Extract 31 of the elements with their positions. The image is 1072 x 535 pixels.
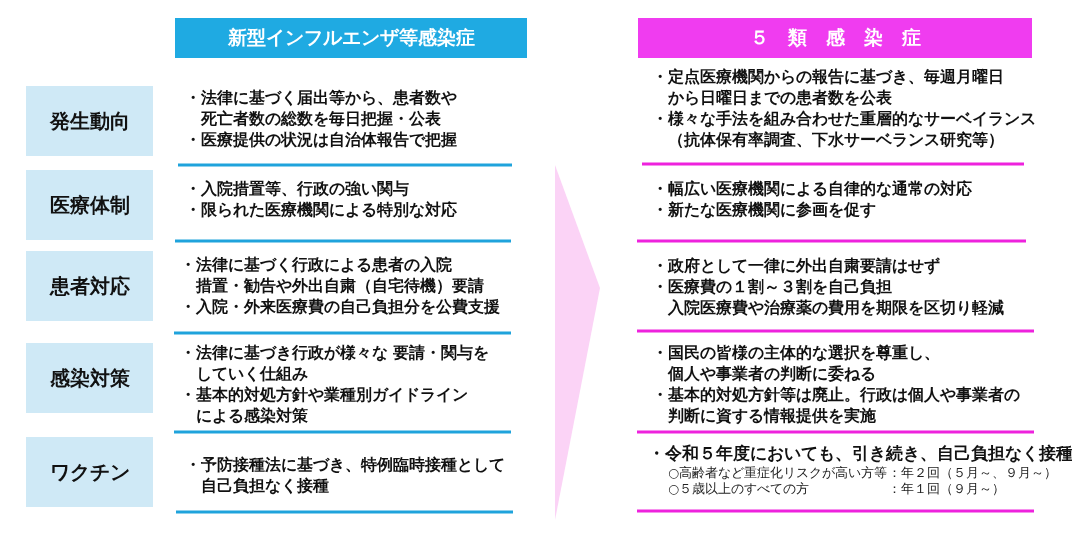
bullet-text: ・令和５年度においても、引き続き、自己負担なく接種 [648, 443, 1072, 464]
bullet-text: （抗体保有率調査、下水サーベランス研究等） [668, 130, 1004, 151]
bullet-text: ・国民の皆様の主体的な選択を尊重し、個人や事業者の判断に委ねる [652, 343, 940, 385]
bullet-text: ・政府として一律に外出自粛要請はせず [652, 256, 940, 277]
bullet-text: ・様々な手法を組み合わせた重層的なサーベイランス [652, 109, 1036, 130]
bullet-text: ・予防接種法に基づき、特例臨時接種として自己負担なく接種 [185, 455, 505, 497]
bullet-text: ・新たな医療機関に参画を促す [652, 200, 876, 221]
bullet-text: ・入院・外来医療費の自己負担分を公費支援 [180, 297, 500, 318]
bullet-text: ・法律に基づく行政による患者の入院措置・勧告や外出自粛（自宅待機）要請 [180, 255, 484, 297]
column-header: 新型インフルエンザ等感染症 [175, 18, 527, 58]
bullet-text: ・法律に基づく届出等から、患者数や死亡者数の総数を毎日把握・公表 [185, 88, 457, 130]
bullet-text: ・医療提供の状況は自治体報告で把握 [185, 130, 457, 151]
bullet-text: ・基本的対処方針や業種別ガイドラインによる感染対策 [180, 385, 468, 427]
row-header: 感染対策 [26, 343, 153, 413]
column-header: ５ 類 感 染 症 [638, 18, 1032, 58]
bullet-text: ・法律に基づき行政が様々な 要請・関与をしていく仕組み [180, 343, 490, 385]
bullet-text: ・限られた医療機関による特別な対応 [185, 200, 457, 221]
bullet-text: ・入院措置等、行政の強い関与 [185, 179, 409, 200]
bullet-text: ・幅広い医療機関による自律的な通常の対応 [652, 179, 972, 200]
bullet-text: ・定点医療機関からの報告に基づき、毎週月曜日から日曜日までの患者数を公表 [652, 67, 1004, 109]
bullet-text: 入院医療費や治療薬の費用を期限を区切り軽減 [668, 298, 1004, 319]
bullet-text: ：年２回（５月～、９月～） [888, 465, 1057, 480]
bullet-text: ○高齢者など重症化リスクが高い方等 [668, 465, 887, 480]
bullet-text: ・基本的対処方針等は廃止。行政は個人や事業者の判断に資する情報提供を実施 [652, 385, 1020, 427]
bullet-text: ：年１回（９月～） [888, 481, 1005, 496]
row-header: 医療体制 [26, 170, 153, 240]
row-header: 患者対応 [26, 251, 153, 321]
row-header: 発生動向 [26, 86, 153, 156]
bullet-text: ○５歳以上のすべての方 [668, 481, 809, 496]
bullet-text: ・医療費の１割～３割を自己負担 [652, 277, 892, 298]
row-header: ワクチン [26, 437, 153, 507]
